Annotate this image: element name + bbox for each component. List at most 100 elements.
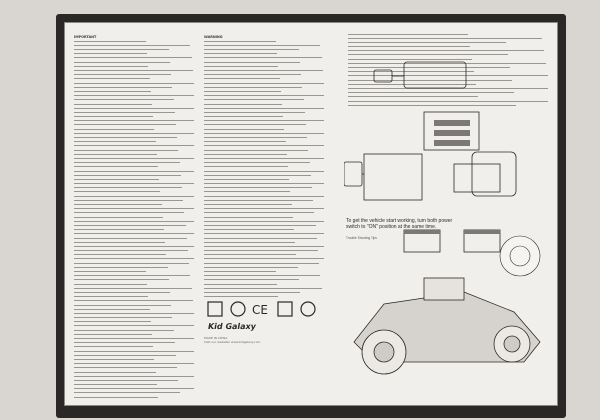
text-line [204,203,324,207]
text-line [204,169,324,173]
text-column-right [348,32,548,107]
text-line [74,244,194,248]
text-line [74,123,194,127]
text-line [74,232,194,236]
text-line [204,253,324,257]
text-line [74,278,194,282]
text-line [74,177,194,181]
text-line [204,265,324,269]
text-line [204,290,324,294]
text-line [74,190,194,194]
text-line [74,207,194,211]
text-line [74,60,194,64]
text-line [204,110,324,114]
text-line [204,249,324,253]
ce-mark-icon: CE [252,303,268,317]
text-line [74,270,194,274]
text-line [204,148,324,152]
cert-icon [230,301,246,317]
text-line [74,148,194,152]
text-line [74,383,194,387]
text-line [74,106,194,110]
text-line [348,99,548,103]
text-line [204,270,324,274]
text-line [74,341,194,345]
text-line [204,156,324,160]
text-line [348,57,548,61]
text-line [74,144,194,148]
text-line [74,186,194,190]
text-line [74,73,194,77]
text-line [348,66,548,70]
panel-heading-left: IMPORTANT [74,35,97,39]
text-line [204,161,324,165]
text-line [74,98,194,102]
text-line [74,64,194,68]
text-line [204,286,324,290]
text-line [74,136,194,140]
text-line [204,77,324,81]
text-line [74,223,194,227]
text-line [204,177,324,181]
text-line [74,48,194,52]
text-line [204,244,324,248]
text-line [204,152,324,156]
text-line [204,186,324,190]
text-line [74,328,194,332]
text-line [74,357,194,361]
text-line [204,274,324,278]
text-line [74,324,194,328]
text-line [74,374,194,378]
text-line [74,110,194,114]
text-line [74,228,194,232]
side-view-car [353,277,541,375]
text-line [204,278,324,282]
text-line [204,73,324,77]
brand-logo: Kid Galaxy [207,322,257,331]
text-line [204,165,324,169]
text-line [204,106,324,110]
text-line [74,203,194,207]
text-line [74,299,194,303]
text-line [204,48,324,52]
text-line [348,45,548,49]
text-line [204,182,324,186]
text-line [348,78,548,82]
text-line [348,86,548,90]
text-line [74,81,194,85]
text-line [74,182,194,186]
text-line [74,286,194,290]
text-line [74,337,194,341]
cert-logos: CE [204,298,324,322]
text-line [204,52,324,56]
text-line [204,140,324,144]
text-line [348,82,548,86]
text-column-middle: WARNING [204,32,324,299]
text-line [204,127,324,131]
text-line [74,387,194,391]
text-line [74,89,194,93]
recycle-icon [207,301,223,317]
text-line [204,60,324,64]
text-line [74,194,194,198]
text-line [204,207,324,211]
text-line [204,131,324,135]
footer-text: MADE IN CHINA Visit our website! www.kid… [204,336,332,344]
footer-made-in: MADE IN CHINA [204,336,228,340]
text-line [74,156,194,160]
text-line [74,253,194,257]
text-line [74,345,194,349]
text-line [74,395,194,399]
text-line [204,64,324,68]
text-line [74,257,194,261]
text-line [74,161,194,165]
assembly-diagram [344,61,541,375]
text-line [74,102,194,106]
text-line [74,370,194,374]
instruction-panel: IMPORTANT WARNING [64,22,558,406]
text-line [74,362,194,366]
note-text-2: Trouble Shooting Tips [346,236,377,240]
text-line [204,198,324,202]
text-line [204,43,324,47]
